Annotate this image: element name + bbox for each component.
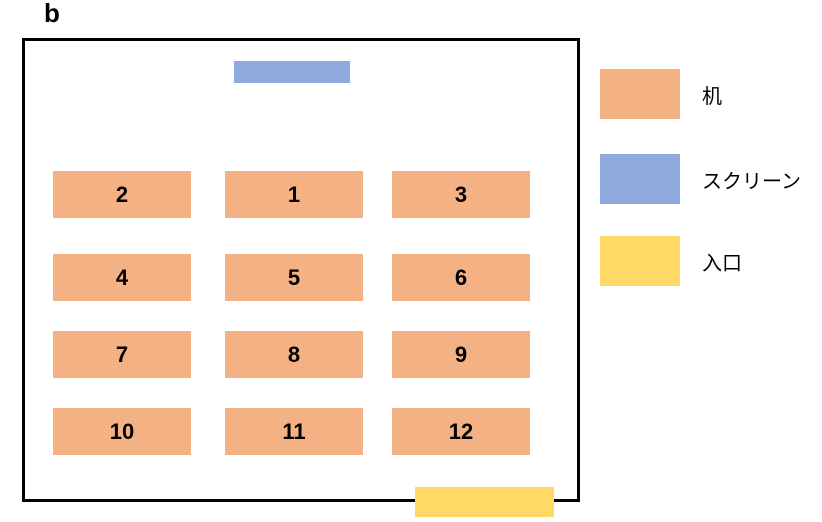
- figure-label: b: [44, 0, 60, 28]
- desk-color-swatch: [600, 69, 680, 119]
- desk-3: 3: [392, 171, 530, 218]
- desk-number: 7: [115, 341, 129, 367]
- desk-number: 4: [115, 264, 129, 290]
- legend-item-screen: スクリーン: [600, 154, 801, 204]
- desk-6: 6: [392, 254, 530, 301]
- legend-label-entrance: 入口: [702, 252, 742, 275]
- desk-number: 8: [287, 341, 301, 367]
- legend-label-desk: 机: [702, 85, 722, 108]
- desk-number: 1: [287, 181, 301, 207]
- desk-9: 9: [392, 331, 530, 378]
- screen-rect: [234, 61, 350, 83]
- desk-4: 4: [53, 254, 191, 301]
- screen-color-swatch: [600, 154, 680, 204]
- desk-8: 8: [225, 331, 363, 378]
- desk-number: 6: [454, 264, 468, 290]
- entrance-color-swatch: [600, 236, 680, 286]
- legend-item-desk: 机: [600, 69, 722, 119]
- desk-number: 10: [109, 418, 135, 444]
- desk-number: 2: [115, 181, 129, 207]
- desk-number: 5: [287, 264, 301, 290]
- desk-1: 1: [225, 171, 363, 218]
- desk-number: 3: [454, 181, 468, 207]
- legend-label-screen: スクリーン: [702, 170, 801, 193]
- desk-7: 7: [53, 331, 191, 378]
- desk-number: 9: [454, 341, 468, 367]
- desk-12: 12: [392, 408, 530, 455]
- desk-2: 2: [53, 171, 191, 218]
- desk-5: 5: [225, 254, 363, 301]
- legend-item-entrance: 入口: [600, 236, 742, 286]
- entrance-rect: [415, 487, 554, 517]
- desk-11: 11: [225, 408, 363, 455]
- desk-10: 10: [53, 408, 191, 455]
- desk-number: 12: [448, 418, 474, 444]
- desk-number: 11: [282, 418, 306, 444]
